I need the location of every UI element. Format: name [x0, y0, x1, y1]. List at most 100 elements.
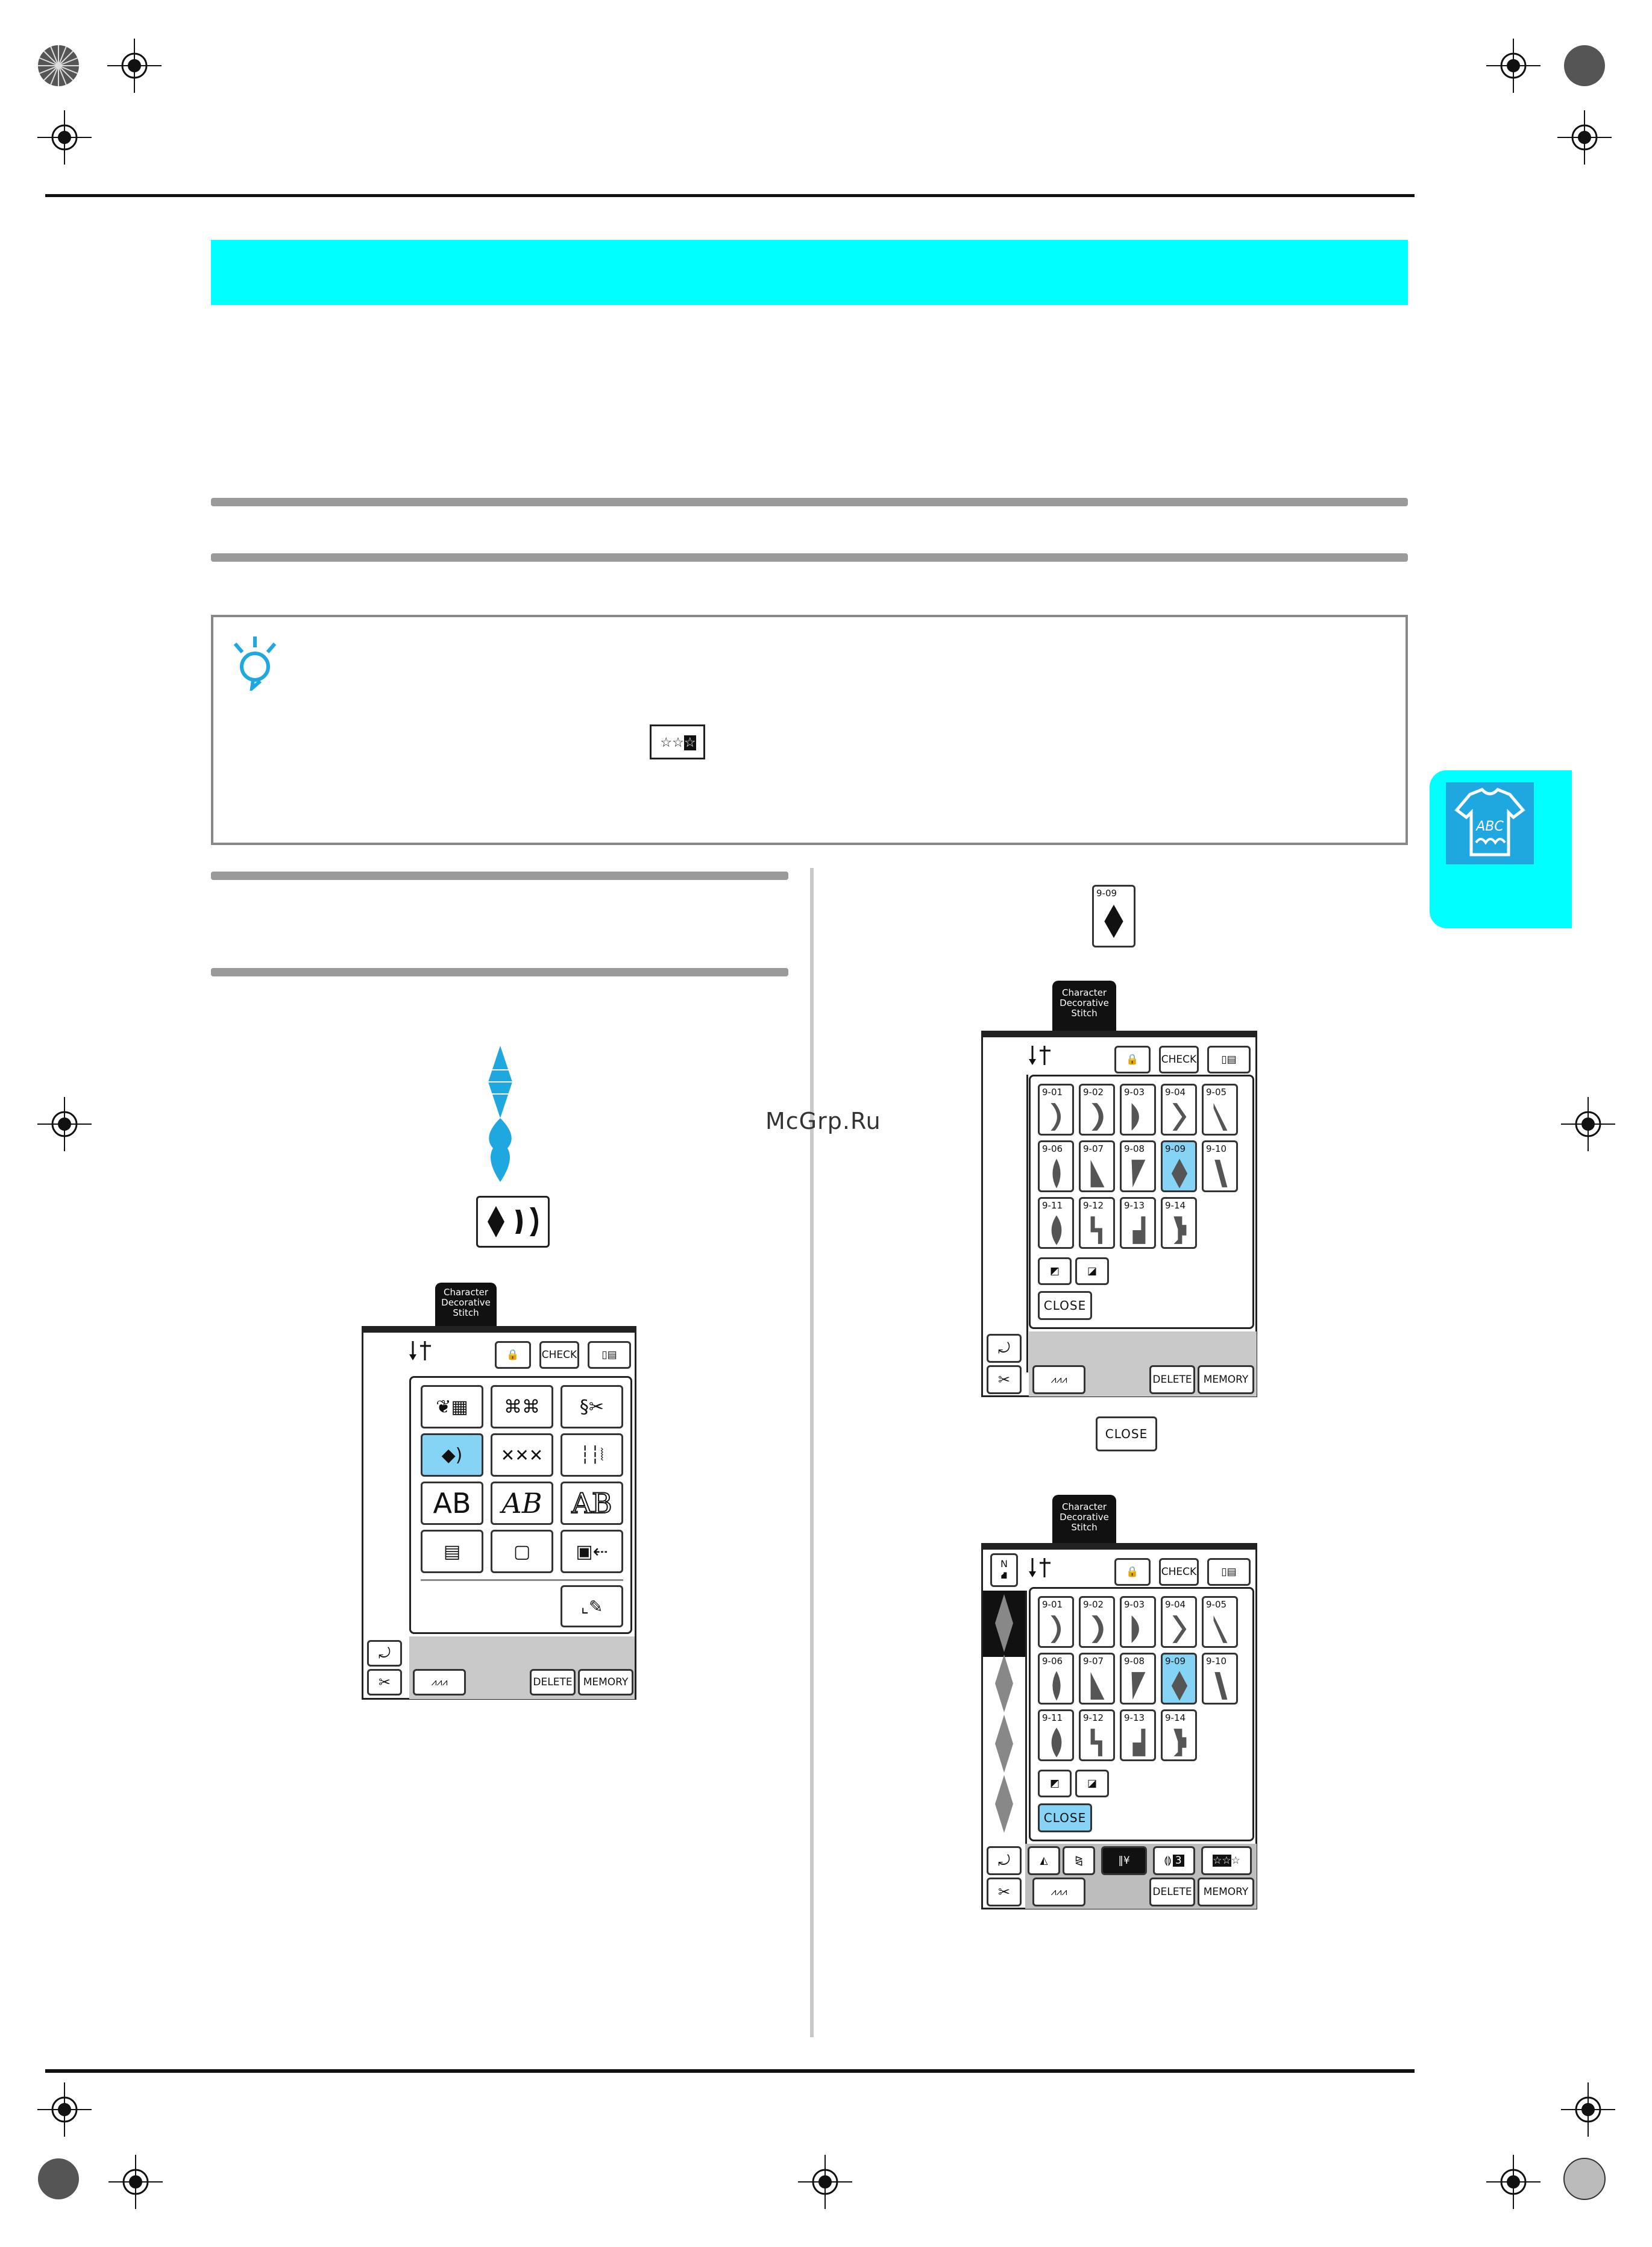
stitch-key-9-05[interactable]: 9-05	[1202, 1084, 1238, 1136]
stitch-key-label: 9-02	[1083, 1087, 1104, 1098]
stitch-key-9-10[interactable]: 9-10	[1202, 1653, 1238, 1705]
stitch-key-9-03[interactable]: 9-03	[1120, 1596, 1156, 1648]
stitch-key-9-09[interactable]: 9-09	[1161, 1653, 1197, 1705]
satin-stitch-icon	[1090, 1672, 1105, 1700]
twin-needle-button[interactable]: ‖¥	[1101, 1846, 1147, 1875]
manual-button[interactable]: ▯▤	[588, 1341, 631, 1369]
stitch-key-9-05[interactable]: 9-05	[1202, 1596, 1238, 1648]
zigzag-stitch-icon: ⩘⩘⩘	[431, 1676, 448, 1688]
satin-stitch-icon	[1214, 1160, 1228, 1187]
usb-icon: ▣⇠	[576, 1541, 608, 1562]
thread-cutter-button[interactable]: ✂	[987, 1878, 1022, 1906]
check-button[interactable]: CHECK	[1159, 1046, 1199, 1073]
category-key-decorative-2[interactable]: ⌘⌘	[491, 1385, 553, 1428]
manual-button[interactable]: ▯▤	[1207, 1558, 1251, 1586]
check-button[interactable]: CHECK	[1159, 1558, 1199, 1586]
stitch-key-9-10[interactable]: 9-10	[1202, 1140, 1238, 1192]
memory-button[interactable]: MEMORY	[1198, 1878, 1254, 1906]
category-key-outline-letters[interactable]: AB	[561, 1482, 623, 1525]
stitch-key-9-06[interactable]: 9-06	[1038, 1653, 1074, 1705]
thread-cutter-button[interactable]: ✂	[987, 1365, 1022, 1394]
reverse-stitch-button[interactable]: ⤾	[987, 1846, 1022, 1875]
stitch-key-9-14[interactable]: 9-14	[1161, 1197, 1197, 1249]
mirror-button[interactable]: ◭	[1028, 1846, 1060, 1875]
stitch-key-label: 9-10	[1206, 1656, 1227, 1667]
stitch-key-9-13[interactable]: 9-13	[1120, 1709, 1156, 1761]
screen-top-bar	[363, 1328, 635, 1333]
heading-rule	[211, 498, 1408, 506]
stitch-display-button[interactable]: ⩘⩘⩘	[1032, 1878, 1085, 1906]
page-next-button[interactable]: ◪	[1075, 1257, 1109, 1285]
crosshair-mark	[798, 2155, 852, 2209]
stitch-key-9-14[interactable]: 9-14	[1161, 1709, 1197, 1761]
stitch-key-9-11[interactable]: 9-11	[1038, 1197, 1074, 1249]
category-key-block-letters[interactable]: AB	[421, 1482, 483, 1525]
category-key-my-design[interactable]: ▤	[421, 1530, 483, 1573]
stitch-key-label: 9-10	[1206, 1143, 1227, 1154]
stitch-key-9-07[interactable]: 9-07	[1079, 1653, 1115, 1705]
stitch-key-9-12[interactable]: 9-12	[1079, 1709, 1115, 1761]
satin-stitch-icon	[1090, 1160, 1105, 1187]
category-key-decorative-3[interactable]: §✂	[561, 1385, 623, 1428]
reverse-stitch-button[interactable]: ⤾	[987, 1334, 1022, 1363]
page-back-button[interactable]: ◩	[1038, 1257, 1072, 1285]
close-button[interactable]: CLOSE	[1038, 1291, 1092, 1320]
stitch-key-9-04[interactable]: 9-04	[1161, 1596, 1197, 1648]
page-back-button[interactable]: ◩	[1038, 1770, 1072, 1797]
needle-position-icon	[409, 1341, 431, 1360]
lock-button[interactable]: 🔒	[1114, 1046, 1151, 1073]
stitch-display-button[interactable]: ⩘⩘⩘	[1032, 1365, 1085, 1394]
stitch-key-9-08[interactable]: 9-08	[1120, 1653, 1156, 1705]
reverse-stitch-button[interactable]: ⤾	[367, 1640, 402, 1667]
top-rule	[45, 194, 1415, 197]
manual-button[interactable]: ▯▤	[1207, 1046, 1251, 1073]
stitch-key-9-13[interactable]: 9-13	[1120, 1197, 1156, 1249]
my-custom-stitch-key[interactable]: ⌞✎	[561, 1585, 623, 1627]
close-button[interactable]: CLOSE	[1038, 1803, 1092, 1832]
density-button[interactable]: ☆☆☆	[1201, 1846, 1252, 1875]
delete-button[interactable]: DELETE	[1149, 1878, 1195, 1906]
category-key-pocket[interactable]: ▢	[491, 1530, 553, 1573]
stitch-preview-strip	[983, 1591, 1027, 1846]
stitch-key-9-03[interactable]: 9-03	[1120, 1084, 1156, 1136]
category-key-usb[interactable]: ▣⇠	[561, 1530, 623, 1573]
stitch-key-9-08[interactable]: 9-08	[1120, 1140, 1156, 1192]
stitch-key-9-06[interactable]: 9-06	[1038, 1140, 1074, 1192]
stitch-key-9-01[interactable]: 9-01	[1038, 1084, 1074, 1136]
stitch-key-label: 9-12	[1083, 1712, 1104, 1723]
stitch-key-9-09[interactable]: 9-09	[1161, 1140, 1197, 1192]
horizontal-mirror-button[interactable]: ⧎	[1063, 1846, 1095, 1875]
memory-button[interactable]: MEMORY	[578, 1669, 633, 1695]
stitch-key-9-02[interactable]: 9-02	[1079, 1084, 1115, 1136]
category-key-satin-selected[interactable]: ◆)	[421, 1433, 483, 1477]
scissors-icon: ✂	[378, 1674, 391, 1691]
stitch-key-9-11[interactable]: 9-11	[1038, 1709, 1074, 1761]
category-key-utility[interactable]: ┆┆⦚	[561, 1433, 623, 1477]
stitch-key-9-07[interactable]: 9-07	[1079, 1140, 1115, 1192]
category-key-script-letters[interactable]: AB	[491, 1482, 553, 1525]
stitch-key-label: 9-12	[1083, 1200, 1104, 1211]
delete-button[interactable]: DELETE	[530, 1669, 576, 1695]
presser-foot-indicator: N⛘	[990, 1553, 1018, 1587]
stitch-key-9-02[interactable]: 9-02	[1079, 1596, 1115, 1648]
satin-stitch-icon	[488, 1206, 538, 1237]
memory-button[interactable]: MEMORY	[1198, 1365, 1254, 1394]
stitch-key-9-04[interactable]: 9-04	[1161, 1084, 1197, 1136]
stitch-key-9-12[interactable]: 9-12	[1079, 1197, 1115, 1249]
thread-cutter-button[interactable]: ✂	[367, 1669, 402, 1695]
category-key-decorative-1[interactable]: ❦▦	[421, 1385, 483, 1428]
check-button[interactable]: CHECK	[539, 1341, 579, 1369]
stitch-key-9-01[interactable]: 9-01	[1038, 1596, 1074, 1648]
stitch-display-button[interactable]: ⩘⩘⩘	[413, 1669, 466, 1695]
svg-text:ABC: ABC	[1475, 819, 1504, 834]
page-next-button[interactable]: ◪	[1075, 1770, 1109, 1797]
lock-button[interactable]: 🔒	[1114, 1558, 1151, 1586]
zigzag-stitch-icon: ⩘⩘⩘	[1051, 1374, 1067, 1385]
repeat-count-button[interactable]: ⟬⟭ 3	[1153, 1846, 1195, 1875]
delete-button[interactable]: DELETE	[1149, 1365, 1195, 1394]
category-key-cross-stitch[interactable]: ✕✕✕	[491, 1433, 553, 1477]
subheading-rule	[211, 872, 788, 880]
lock-button[interactable]: 🔒	[495, 1341, 531, 1369]
